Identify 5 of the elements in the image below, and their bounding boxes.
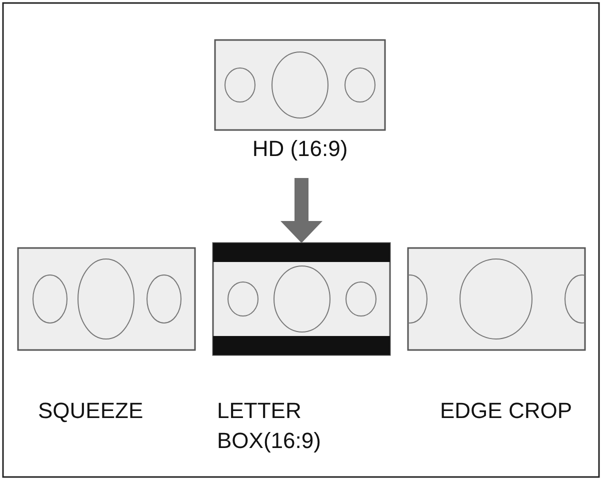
frame-caption: HD (16:9) <box>251 135 349 163</box>
frame-caption: LETTER BOX(16:9) <box>217 397 322 455</box>
frame-caption: EDGE CROP <box>440 397 572 425</box>
frame-caption: SQUEEZE <box>38 397 144 425</box>
arrow <box>280 178 322 243</box>
